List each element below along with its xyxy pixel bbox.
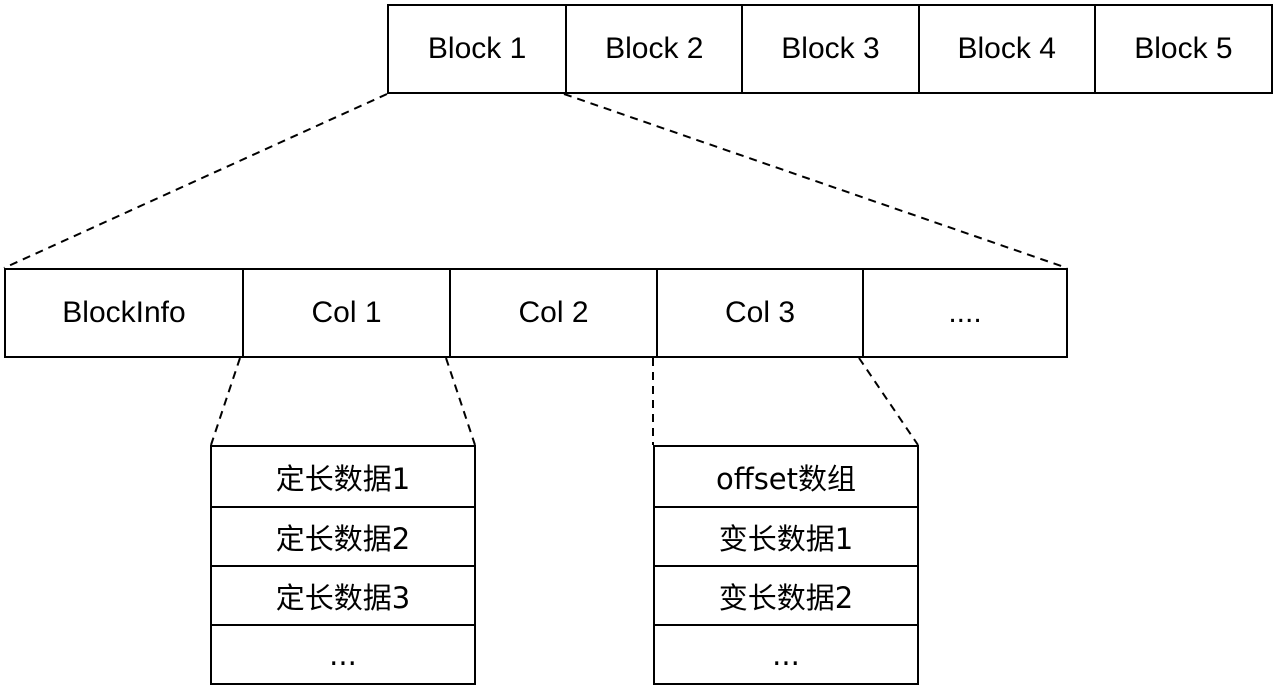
variable-length-cell: 变长数据1 (655, 506, 917, 565)
fixed-length-cell: 定长数据3 (212, 565, 474, 624)
fixed-length-cell-ellipsis: ... (212, 624, 474, 683)
fixed-length-cell: 定长数据2 (212, 506, 474, 565)
fixed-length-stack: 定长数据1 定长数据2 定长数据3 ... (210, 445, 476, 685)
column-cell-blockinfo: BlockInfo (62, 296, 186, 329)
variable-length-stack: offset数组 变长数据1 变长数据2 ... (653, 445, 919, 685)
variable-length-cell-ellipsis: ... (655, 624, 917, 683)
columns-row: BlockInfo Col 1 Col 2 Col 3 .... (4, 268, 1068, 358)
connector-col3-right (858, 357, 919, 446)
variable-length-cell: 变长数据2 (655, 565, 917, 624)
block-cell: Block 5 (1093, 6, 1271, 92)
column-cell: Col 1 (242, 270, 449, 356)
column-cell-ellipsis: .... (862, 270, 1066, 356)
offset-array-cell: offset数组 (715, 461, 857, 496)
block-cell: Block 1 (427, 32, 527, 65)
column-cell: Col 3 (656, 270, 862, 356)
block-cell: Block 2 (565, 6, 741, 92)
connector-block1-right (563, 93, 1068, 269)
blocks-row: Block 1 Block 2 Block 3 Block 4 Block 5 (387, 4, 1273, 94)
block-cell: Block 4 (917, 6, 1094, 92)
block-cell: Block 3 (741, 6, 917, 92)
connector-col1-left (210, 357, 241, 446)
connector-block1-left (3, 93, 388, 269)
column-cell: Col 2 (449, 270, 656, 356)
fixed-length-cell: 定长数据1 (275, 461, 411, 496)
connector-col1-right (445, 357, 476, 446)
